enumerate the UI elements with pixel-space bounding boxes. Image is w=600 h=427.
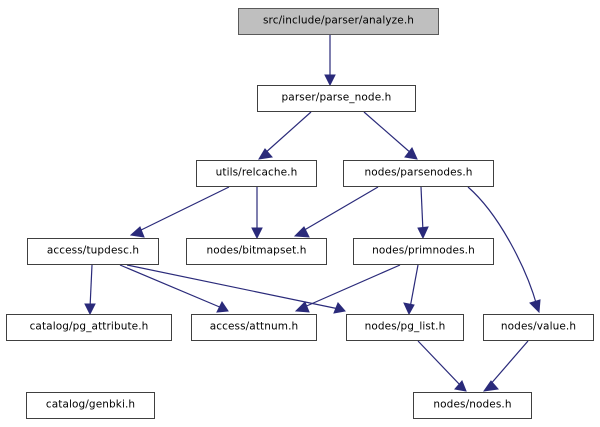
graph-node-pg_list[interactable]: nodes/pg_list.h <box>346 314 464 341</box>
edge-primnodes-to-pg_list <box>409 264 419 309</box>
graph-node-bitmapset[interactable]: nodes/bitmapset.h <box>186 238 327 265</box>
graph-node-label: nodes/pg_list.h <box>364 320 446 333</box>
edge-parsenodes-to-bitmapset <box>300 186 379 233</box>
graph-node-label: catalog/genbki.h <box>45 398 136 411</box>
arrowhead-tupdesc-to-pg_list <box>333 302 346 314</box>
edge-pg_list-to-nodes <box>417 340 462 387</box>
edge-parsenodes-to-primnodes <box>420 186 424 233</box>
graph-node-relcache[interactable]: utils/relcache.h <box>196 160 317 187</box>
graph-node-label: catalog/pg_attribute.h <box>29 320 149 333</box>
graph-node-nodes[interactable]: nodes/nodes.h <box>413 392 532 419</box>
graph-node-parse_node[interactable]: parser/parse_node.h <box>257 85 416 112</box>
arrowhead-tupdesc-to-pg_attribute <box>84 303 96 316</box>
arrowhead-primnodes-to-attnum <box>294 301 310 313</box>
graph-node-primnodes[interactable]: nodes/primnodes.h <box>353 238 494 265</box>
graph-node-label: nodes/nodes.h <box>433 398 512 411</box>
arrowhead-parse_node-to-parsenodes <box>404 147 418 160</box>
graph-node-label: nodes/bitmapset.h <box>206 244 307 257</box>
graph-node-label: nodes/primnodes.h <box>372 244 475 257</box>
graph-node-tupdesc[interactable]: access/tupdesc.h <box>27 238 159 265</box>
arrowhead-primnodes-to-pg_list <box>403 302 415 316</box>
graph-node-label: nodes/value.h <box>500 320 577 333</box>
edge-tupdesc-to-attnum <box>119 264 223 309</box>
arrowhead-analyze-to-parse_node <box>324 74 336 87</box>
graph-node-label: parser/parse_node.h <box>281 91 392 104</box>
graph-node-label: access/attnum.h <box>209 320 299 333</box>
edge-tupdesc-to-pg_list <box>126 264 340 310</box>
graph-node-label: nodes/parsenodes.h <box>364 166 473 179</box>
graph-node-label: src/include/parser/analyze.h <box>262 14 415 27</box>
graph-node-label: access/tupdesc.h <box>46 244 140 257</box>
arrowhead-parsenodes-to-value <box>529 299 541 314</box>
graph-node-analyze[interactable]: src/include/parser/analyze.h <box>238 8 439 35</box>
graph-node-value[interactable]: nodes/value.h <box>483 314 594 341</box>
edge-tupdesc-to-pg_attribute <box>89 264 93 309</box>
edge-parse_node-to-parsenodes <box>363 111 413 155</box>
arrowhead-relcache-to-tupdesc <box>129 226 145 238</box>
graph-node-attnum[interactable]: access/attnum.h <box>191 314 317 341</box>
edge-parse_node-to-relcache <box>263 111 312 155</box>
arrowhead-relcache-to-bitmapset <box>251 227 263 240</box>
graph-node-label: utils/relcache.h <box>215 166 298 179</box>
arrowhead-value-to-nodes <box>482 380 499 392</box>
edge-relcache-to-tupdesc <box>136 186 230 233</box>
arrowhead-pg_list-to-nodes <box>454 380 467 392</box>
graph-node-pg_attribute[interactable]: catalog/pg_attribute.h <box>6 314 172 341</box>
edge-primnodes-to-attnum <box>301 264 401 309</box>
arrowhead-parse_node-to-relcache <box>258 148 273 160</box>
graph-node-parsenodes[interactable]: nodes/parsenodes.h <box>343 160 494 187</box>
arrowhead-parsenodes-to-primnodes <box>417 226 429 240</box>
arrowhead-tupdesc-to-attnum <box>216 301 229 313</box>
graph-node-genbki[interactable]: catalog/genbki.h <box>26 392 155 419</box>
arrowhead-parsenodes-to-bitmapset <box>293 226 310 238</box>
edge-value-to-nodes <box>488 340 529 387</box>
